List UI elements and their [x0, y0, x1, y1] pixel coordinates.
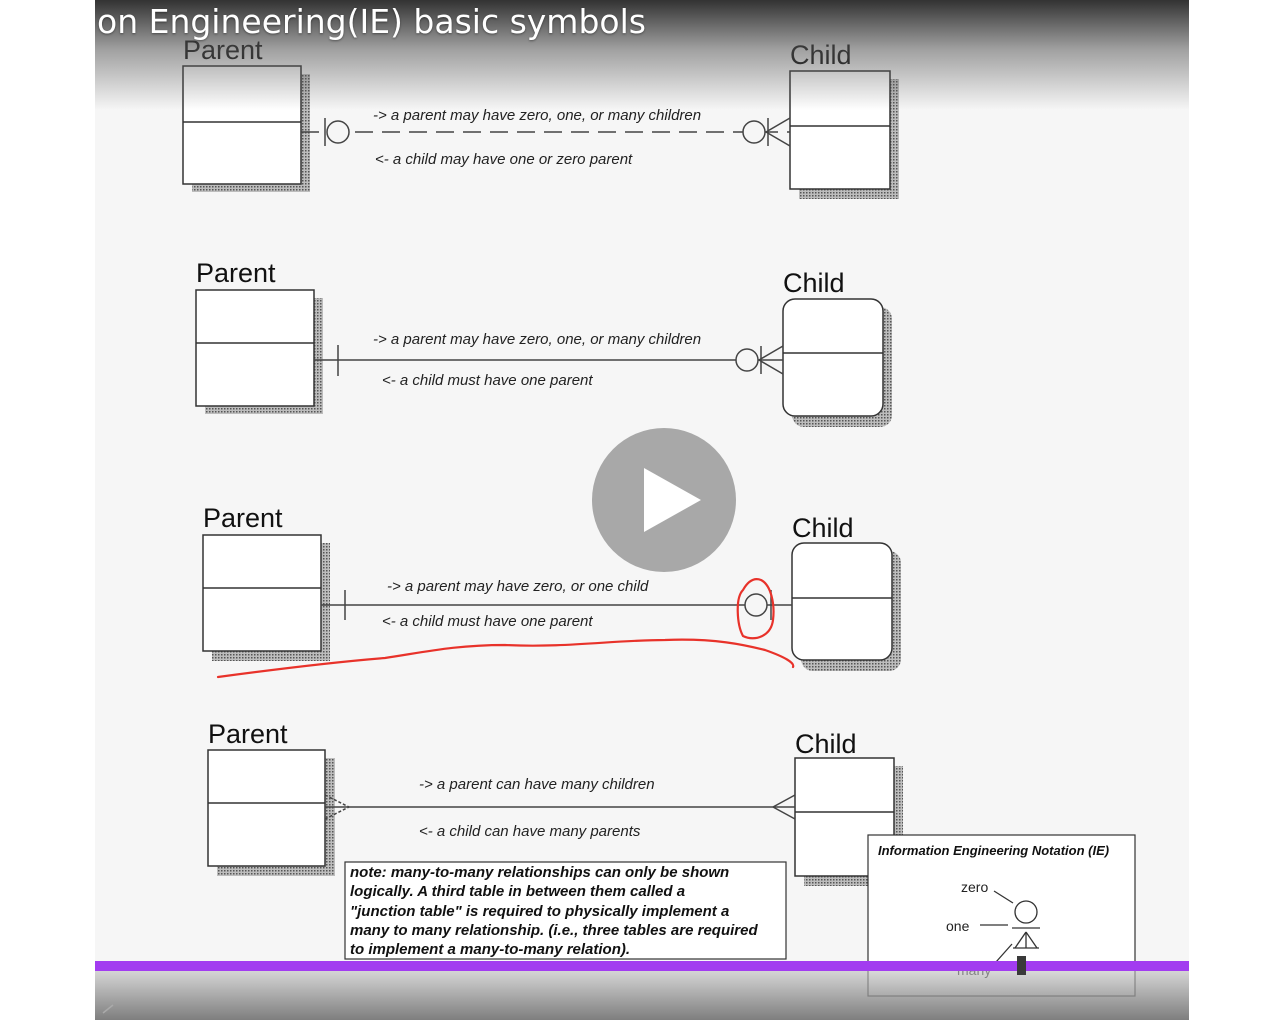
parent-entity: [182, 65, 310, 192]
relationship-line: [314, 345, 784, 376]
note-line: note: many-to-many relationships can onl…: [350, 864, 729, 881]
legend-one: one: [946, 918, 970, 934]
corner-arrow-icon: [102, 1004, 114, 1014]
controls-shade: [95, 968, 1189, 1020]
note-line: "junction table" is required to physical…: [350, 903, 729, 920]
parent-label: Parent: [203, 503, 283, 533]
child-label: Child: [790, 40, 852, 70]
relationship-line: [324, 794, 796, 820]
note-line: many to many relationship. (i.e., three …: [350, 922, 758, 939]
relationship-row-1: Parent Child -> a parent may: [182, 35, 899, 199]
child-entity: [789, 70, 899, 199]
note-box: note: many-to-many relationships can onl…: [344, 861, 787, 960]
legend-title: Information Engineering Notation (IE): [878, 843, 1109, 858]
parent-entity: [207, 749, 335, 876]
row-2-bottom-text: <- a child must have one parent: [382, 372, 593, 389]
legend-zero: zero: [961, 879, 988, 895]
row-1-bottom-text: <- a child may have one or zero parent: [375, 151, 633, 168]
child-label: Child: [795, 729, 857, 759]
relationship-row-2: Parent Child -> a parent may have zero: [195, 258, 892, 427]
row-2-top-text: -> a parent may have zero, one, or many …: [373, 331, 701, 348]
legend-symbol-icon: [980, 890, 1040, 963]
parent-label: Parent: [196, 258, 276, 288]
row-3-bottom-text: <- a child must have one parent: [382, 613, 593, 630]
progress-bar[interactable]: [95, 961, 1189, 971]
row-4-bottom-text: <- a child can have many parents: [419, 823, 641, 840]
play-icon: [644, 468, 701, 532]
video-player[interactable]: Parent Child -> a parent may: [95, 0, 1189, 1020]
parent-label: Parent: [208, 719, 288, 749]
parent-entity: [195, 289, 323, 414]
child-entity: [782, 298, 892, 427]
row-1-top-text: -> a parent may have zero, one, or many …: [373, 107, 701, 124]
red-annotation: [216, 578, 795, 679]
relationship-row-4: Parent Child -> a parent can have many c…: [207, 719, 903, 886]
child-label: Child: [783, 268, 845, 298]
note-line: to implement a many-to-many relation).: [350, 941, 630, 958]
note-line: logically. A third table in between them…: [350, 883, 685, 900]
scrub-handle[interactable]: [1017, 956, 1026, 975]
child-entity: [791, 542, 901, 671]
parent-label: Parent: [183, 35, 263, 65]
relationship-row-3: Parent Child -> a parent may have zero, …: [202, 503, 901, 679]
row-4-top-text: -> a parent can have many children: [419, 776, 655, 793]
slide-frame: Parent Child -> a parent may: [182, 35, 1136, 997]
row-3-top-text: -> a parent may have zero, or one child: [387, 578, 649, 595]
relationship-line-dashed: [301, 117, 791, 147]
play-button[interactable]: [592, 428, 736, 572]
parent-entity: [202, 534, 330, 661]
child-label: Child: [792, 513, 854, 543]
